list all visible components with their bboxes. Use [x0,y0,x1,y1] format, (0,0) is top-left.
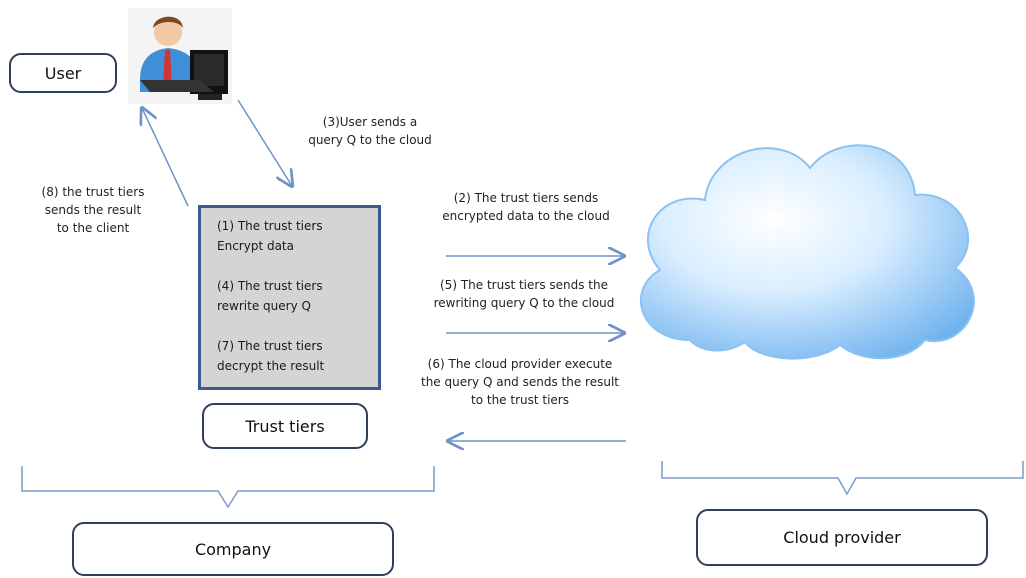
company-label-box: Company [72,522,394,576]
arrow-user-to-trust [237,99,292,186]
cloud-icon [640,144,975,360]
step2-note: (2) The trust tiers sends encrypted data… [442,191,610,223]
panel-step4: (4) The trust tiers rewrite query Q [217,279,323,313]
user-label: User [44,63,82,83]
company-label: Company [194,539,272,559]
step6-note: (6) The cloud provider execute the query… [421,357,619,407]
user-at-computer-icon [128,8,232,104]
step5-note: (5) The trust tiers sends the rewriting … [433,278,615,310]
trust-tiers-label-box: Trust tiers [202,403,368,449]
trust-tiers-panel: (1) The trust tiers Encrypt data (4) The… [198,205,381,390]
step8-note: (8) the trust tiers sends the result to … [41,185,145,235]
cloud-brace [661,461,1024,496]
step3-note: (3)User sends a query Q to the cloud [308,115,432,147]
panel-step7: (7) The trust tiers decrypt the result [217,339,325,373]
cloud-provider-label-box: Cloud provider [696,509,988,566]
arrow-trust-to-user [142,108,189,207]
company-brace [21,466,435,509]
user-label-box: User [9,53,117,93]
panel-step1: (1) The trust tiers Encrypt data [217,219,323,253]
cloud-provider-label: Cloud provider [783,528,901,547]
trust-tiers-label: Trust tiers [245,416,325,436]
